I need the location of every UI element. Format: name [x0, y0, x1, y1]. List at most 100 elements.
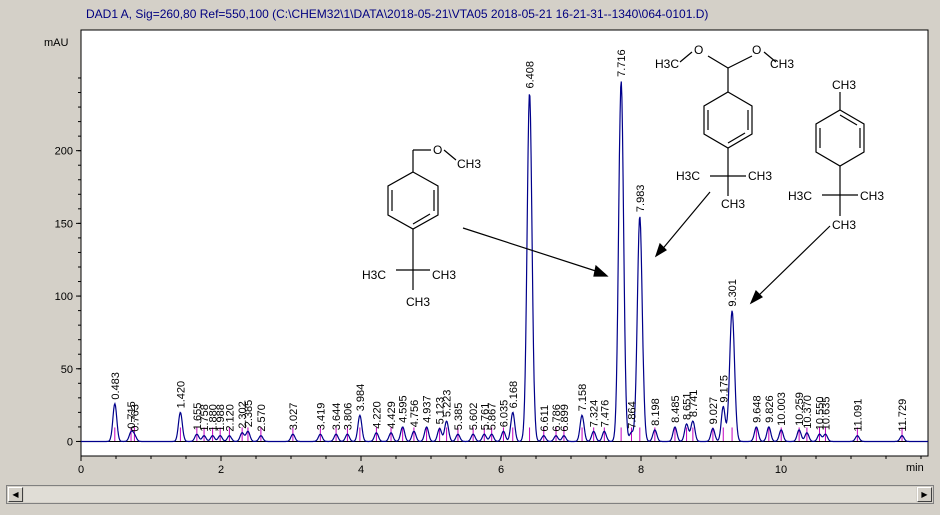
peak-label-17: 4.220: [371, 401, 383, 429]
structure-3-labels: CH3 H3C CH3 CH3: [788, 78, 884, 232]
struct2-label-ch3-top: CH3: [770, 57, 794, 71]
struct2-label-o-left: O: [694, 43, 703, 57]
peak-label-41: 8.485: [670, 395, 682, 423]
peak-label-55: 11.729: [897, 399, 909, 432]
peak-label-35: 7.324: [589, 400, 601, 428]
struct3-label-h3c: H3C: [788, 189, 812, 203]
peak-label-31: 6.611: [539, 405, 551, 432]
peak-label-50: 10.259: [794, 392, 806, 426]
x-tick-label-0: 0: [78, 464, 84, 476]
peak-label-52: 10.550: [815, 397, 827, 431]
peak-label-9: 2.302: [237, 401, 249, 429]
peak-label-46: 9.301: [727, 279, 739, 307]
signal-title: DAD1 A, Sig=260,80 Ref=550,100 (C:\CHEM3…: [86, 7, 709, 21]
struct3-label-ch3-top: CH3: [832, 78, 856, 92]
struct3-label-ch3-bottom: CH3: [832, 218, 856, 232]
peak-label-7: 1.988: [215, 404, 227, 432]
peak-label-6: 1.880: [208, 404, 220, 432]
horizontal-scrollbar[interactable]: ◀ ▶: [6, 485, 934, 504]
peak-label-51: 10.370: [802, 395, 814, 429]
peak-label-15: 3.806: [342, 403, 354, 431]
y-tick-label-2: 100: [55, 291, 73, 303]
peak-label-11: 2.570: [256, 404, 268, 432]
peak-label-12: 3.027: [288, 403, 300, 431]
structure-2-labels: O O H3C CH3 H3C CH3 CH3: [655, 43, 794, 211]
x-axis-label: min: [906, 462, 924, 474]
peak-label-5: 1.758: [199, 404, 211, 432]
peak-label-14: 3.644: [331, 403, 343, 431]
struct1-label-ch3-top: CH3: [457, 157, 481, 171]
peak-label-27: 5.867: [487, 403, 499, 431]
arrow-left-icon: ◀: [12, 490, 19, 499]
plot-area: [80, 29, 929, 457]
y-tick-label-0: 0: [67, 436, 73, 448]
arrow-right-icon: ▶: [921, 490, 928, 499]
struct1-label-o: O: [433, 143, 442, 157]
peak-label-3: 1.420: [175, 381, 187, 409]
peak-label-54: 11.091: [852, 399, 864, 432]
x-tick-label-4: 8: [638, 464, 644, 476]
struct1-label-ch3-bottom: CH3: [406, 295, 430, 309]
peak-label-49: 10.003: [776, 392, 788, 426]
peak-label-47: 9.648: [751, 395, 763, 423]
scrollbar-track[interactable]: [24, 487, 916, 502]
peak-label-43: 8.741: [688, 390, 700, 418]
peak-label-29: 6.168: [508, 381, 520, 409]
peak-label-26: 5.761: [479, 403, 491, 431]
peak-label-37: 7.716: [616, 49, 628, 77]
peak-label-23: 5.223: [442, 390, 454, 418]
struct2-label-ch3-bottom: CH3: [721, 197, 745, 211]
peak-markers: [114, 427, 903, 442]
peak-label-16: 3.984: [355, 384, 367, 412]
peak-label-24: 5.385: [453, 403, 465, 431]
peak-label-21: 4.937: [422, 395, 434, 423]
peak-label-0: 0.483: [110, 372, 122, 400]
peak-label-40: 8.198: [650, 398, 662, 426]
struct1-label-h3c: H3C: [362, 268, 386, 282]
peak-label-42: 8.651: [682, 392, 694, 420]
peak-label-33: 6.899: [559, 404, 571, 432]
peak-label-4: 1.655: [192, 403, 204, 431]
struct2-label-h3c: H3C: [676, 169, 700, 183]
scroll-left-button[interactable]: ◀: [8, 487, 23, 502]
x-tick-label-3: 6: [498, 464, 504, 476]
y-axis-label: mAU: [44, 37, 69, 49]
peak-label-8: 2.120: [224, 404, 236, 432]
structure-tbutyl-toluene: [749, 92, 865, 305]
x-tick-label-1: 2: [218, 464, 224, 476]
peak-label-18: 4.429: [386, 401, 398, 429]
structure-tbutyl-benzaldehyde-dimethylacetal: [654, 51, 777, 258]
peak-label-45: 9.175: [718, 375, 730, 403]
peak-label-19: 4.595: [398, 395, 410, 423]
peak-label-39: 7.983: [635, 185, 647, 213]
structure-1-labels: O CH3 H3C CH3 CH3: [362, 143, 481, 309]
struct2-label-ch3-right: CH3: [748, 169, 772, 183]
y-tick-label-4: 200: [55, 146, 73, 158]
signal-trace: [81, 81, 928, 443]
signal-title-bar: DAD1 A, Sig=260,80 Ref=550,100 (C:\CHEM3…: [0, 0, 940, 28]
peak-label-38: 7.864: [626, 401, 638, 429]
y-tick-label-3: 150: [55, 218, 73, 230]
x-tick-label-5: 10: [775, 464, 787, 476]
peak-label-20: 4.756: [409, 400, 421, 428]
peak-label-2: 0.763: [129, 404, 141, 432]
scroll-right-button[interactable]: ▶: [917, 487, 932, 502]
peak-label-34: 7.158: [577, 384, 589, 412]
peak-label-22: 5.123: [435, 397, 447, 425]
peak-label-1: 0.715: [126, 401, 138, 429]
struct2-label-h3c-top: H3C: [655, 57, 679, 71]
peak-label-28: 6.035: [498, 400, 510, 428]
struct3-label-ch3-right: CH3: [860, 189, 884, 203]
struct2-label-o-right: O: [752, 43, 761, 57]
peak-label-36: 7.476: [599, 400, 611, 428]
y-tick-label-1: 50: [61, 364, 73, 376]
structure-methoxymethyl-tbutylbenzene: [387, 149, 609, 290]
peak-label-30: 6.408: [525, 61, 537, 89]
peak-label-53: 10.635: [820, 397, 832, 431]
peak-label-44: 9.027: [708, 397, 720, 425]
x-tick-label-2: 4: [358, 464, 364, 476]
